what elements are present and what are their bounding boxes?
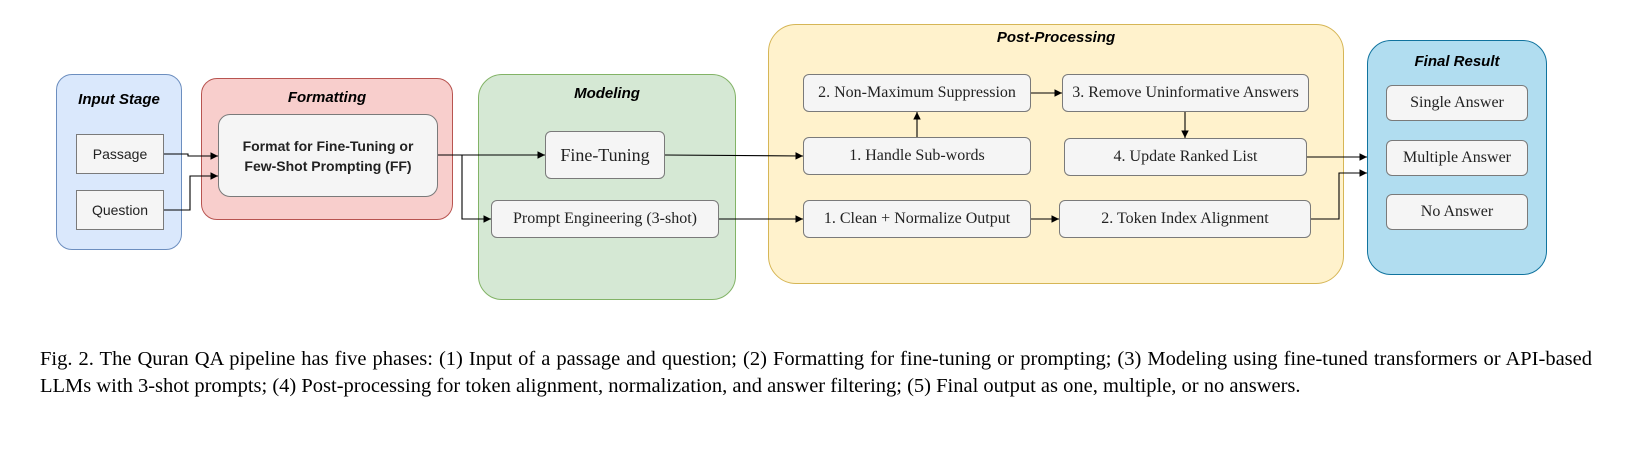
clean-normalize-box: 1. Clean + Normalize Output	[803, 200, 1031, 238]
figure-caption: Fig. 2. The Quran QA pipeline has five p…	[40, 348, 1592, 397]
arrow-passage-to-format	[164, 152, 218, 160]
token-alignment-box: 2. Token Index Alignment	[1059, 200, 1311, 238]
format-box: Format for Fine-Tuning or Few-Shot Promp…	[218, 114, 438, 197]
passage-box: Passage	[76, 134, 164, 174]
input-stage-title: Input Stage	[78, 91, 160, 108]
single-answer-box: Single Answer	[1386, 85, 1528, 121]
nms-box: 2. Non-Maximum Suppression	[803, 74, 1031, 112]
arrow-alignment-to-final	[1311, 169, 1367, 220]
arrow-fine-tuning-to-subwords	[664, 152, 804, 160]
connector-layer	[164, 89, 1367, 223]
modeling-title: Modeling	[574, 85, 640, 102]
multiple-answer-box: Multiple Answer	[1386, 140, 1528, 176]
prompt-engineering-box: Prompt Engineering (3-shot)	[491, 200, 719, 238]
post-processing-title: Post-Processing	[996, 29, 1116, 46]
arrow-question-to-format	[164, 172, 218, 211]
formatting-title: Formatting	[287, 89, 367, 106]
handle-subwords-box: 1. Handle Sub-words	[803, 137, 1031, 175]
update-ranked-box: 4. Update Ranked List	[1064, 138, 1307, 176]
fine-tuning-box: Fine-Tuning	[545, 131, 665, 179]
arrow-format-to-prompt	[438, 154, 491, 223]
final-result-title: Final Result	[1414, 53, 1500, 70]
remove-uninformative-box: 3. Remove Uninformative Answers	[1062, 74, 1309, 112]
no-answer-box: No Answer	[1386, 194, 1528, 230]
modeling-group: Modeling	[478, 74, 736, 300]
question-box: Question	[76, 190, 164, 230]
